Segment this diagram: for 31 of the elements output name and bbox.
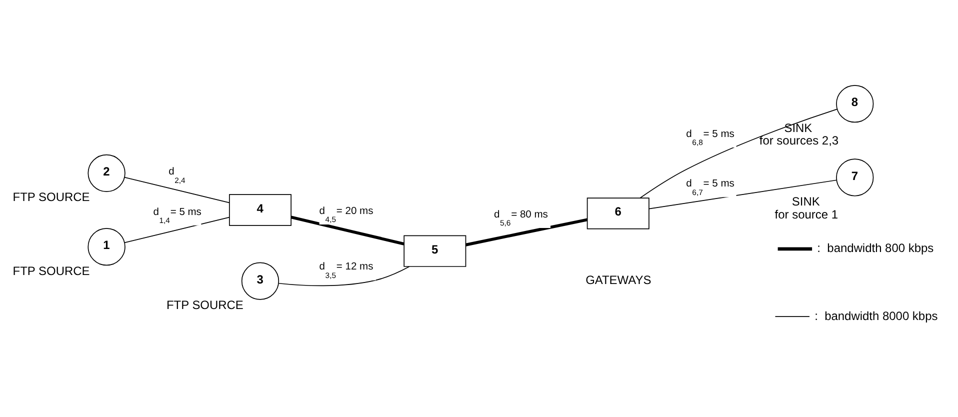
node-label: FTP SOURCE (166, 298, 244, 312)
node-box: 6 (586, 198, 650, 230)
connector (124, 176, 230, 204)
connector (278, 266, 410, 286)
edge-label: d4,5 = 20 ms (319, 206, 374, 224)
node-label: for sources 2,3 (759, 134, 839, 148)
edge-label: d3,5 = 12 ms (319, 262, 374, 280)
legend-label: : bandwidth 8000 kbps (814, 308, 938, 323)
edge-label: d2,4 (168, 166, 186, 185)
node-circle: 3 (241, 262, 280, 300)
connector (290, 216, 404, 246)
node-label: FTP SOURCE (12, 264, 90, 278)
connector (465, 218, 588, 246)
edge-label: d1,4= 5 ms (153, 206, 202, 226)
connector (648, 180, 837, 210)
node-label: FTP SOURCE (12, 190, 90, 204)
node-label: SINK (784, 120, 812, 135)
node-box: 5 (404, 235, 466, 267)
node-circle: 8 (836, 85, 874, 123)
connector (124, 216, 230, 244)
edge-label: d5,6 = 80 ms (494, 209, 548, 228)
edge-label: d6,8 = 5 ms (686, 128, 734, 148)
node-circle: 1 (88, 228, 126, 266)
node-circle: 2 (88, 154, 126, 192)
edge-label: d6,7 = 5 ms (686, 178, 734, 197)
node-label: SINK (792, 194, 820, 208)
label: GATEWAYS (586, 273, 652, 288)
node-box: 4 (229, 194, 292, 226)
node-circle: 7 (836, 158, 874, 196)
node-label: for source 1 (774, 207, 838, 222)
legend-label: : bandwidth 800 kbps (817, 241, 934, 256)
